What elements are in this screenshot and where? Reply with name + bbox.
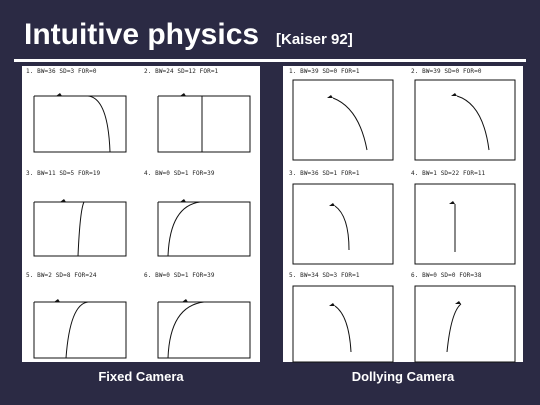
trial-label: 1. BW=36 SD=3 FOR=0: [26, 68, 97, 75]
trajectory-drawing: [33, 93, 127, 153]
trial-cell: 1. BW=39 SD=0 FOR=1: [289, 68, 407, 166]
trial-label: 2. BW=39 SD=0 FOR=0: [411, 68, 482, 75]
trajectory-drawing: [414, 79, 516, 161]
object-marker-icon: [455, 301, 461, 304]
dollying-camera-caption: Dollying Camera: [351, 369, 455, 384]
trajectory-drawing: [292, 79, 394, 161]
trial-cell: 5. BW=2 SD=8 FOR=24: [26, 272, 144, 370]
trajectory-drawing: [292, 183, 394, 265]
trial-label: 5. BW=34 SD=3 FOR=1: [289, 272, 360, 279]
trajectory-drawing: [157, 299, 251, 359]
trajectory-drawing: [157, 93, 251, 153]
trajectory-drawing: [33, 299, 127, 359]
fixed-camera-figure: 1. BW=36 SD=3 FOR=0 2. BW=24 SD=12 FOR=1…: [22, 66, 260, 362]
trial-cell: 2. BW=39 SD=0 FOR=0: [411, 68, 529, 166]
trial-cell: 6. BW=0 SD=1 FOR=39: [144, 272, 262, 370]
object-marker-icon: [329, 303, 335, 306]
slide-title: Intuitive physics: [24, 18, 260, 51]
trial-cell: 5. BW=34 SD=3 FOR=1: [289, 272, 407, 370]
trial-cell: 4. BW=0 SD=1 FOR=39: [144, 170, 262, 268]
trial-label: 2. BW=24 SD=12 FOR=1: [144, 68, 219, 75]
fixed-camera-caption: Fixed Camera: [98, 369, 184, 384]
dollying-camera-figure: 1. BW=39 SD=0 FOR=1 2. BW=39 SD=0 FOR=0 …: [283, 66, 523, 363]
trial-label: 3. BW=36 SD=1 FOR=1: [289, 170, 360, 177]
object-marker-icon: [180, 199, 186, 202]
object-marker-icon: [182, 299, 188, 302]
trial-label: 3. BW=11 SD=5 FOR=19: [26, 170, 101, 177]
citation: [Kaiser 92]: [276, 31, 353, 48]
object-marker-icon: [54, 299, 60, 302]
object-marker-icon: [327, 95, 333, 98]
trajectory-drawing: [157, 199, 251, 257]
trial-label: 4. BW=0 SD=1 FOR=39: [144, 170, 215, 177]
trial-label: 1. BW=39 SD=0 FOR=1: [289, 68, 360, 75]
object-marker-icon: [56, 93, 62, 96]
trial-label: 5. BW=2 SD=8 FOR=24: [26, 272, 97, 279]
trial-label: 6. BW=0 SD=1 FOR=39: [144, 272, 215, 279]
object-marker-icon: [451, 93, 457, 96]
trial-cell: 3. BW=11 SD=5 FOR=19: [26, 170, 144, 268]
trajectory-drawing: [414, 285, 516, 363]
trial-cell: 4. BW=1 SD=22 FOR=11: [411, 170, 529, 268]
object-marker-icon: [449, 201, 455, 204]
title-divider: [14, 59, 526, 62]
trial-cell: 2. BW=24 SD=12 FOR=1: [144, 68, 262, 166]
trial-cell: 3. BW=36 SD=1 FOR=1: [289, 170, 407, 268]
object-marker-icon: [60, 199, 66, 202]
trajectory-drawing: [414, 183, 516, 265]
trajectory-drawing: [33, 199, 127, 257]
trial-label: 6. BW=0 SD=0 FOR=38: [411, 272, 482, 279]
trial-label: 4. BW=1 SD=22 FOR=11: [411, 170, 486, 177]
trajectory-drawing: [292, 285, 394, 363]
object-marker-icon: [180, 93, 186, 96]
trial-cell: 1. BW=36 SD=3 FOR=0: [26, 68, 144, 166]
trial-cell: 6. BW=0 SD=0 FOR=38: [411, 272, 529, 370]
object-marker-icon: [329, 203, 335, 206]
